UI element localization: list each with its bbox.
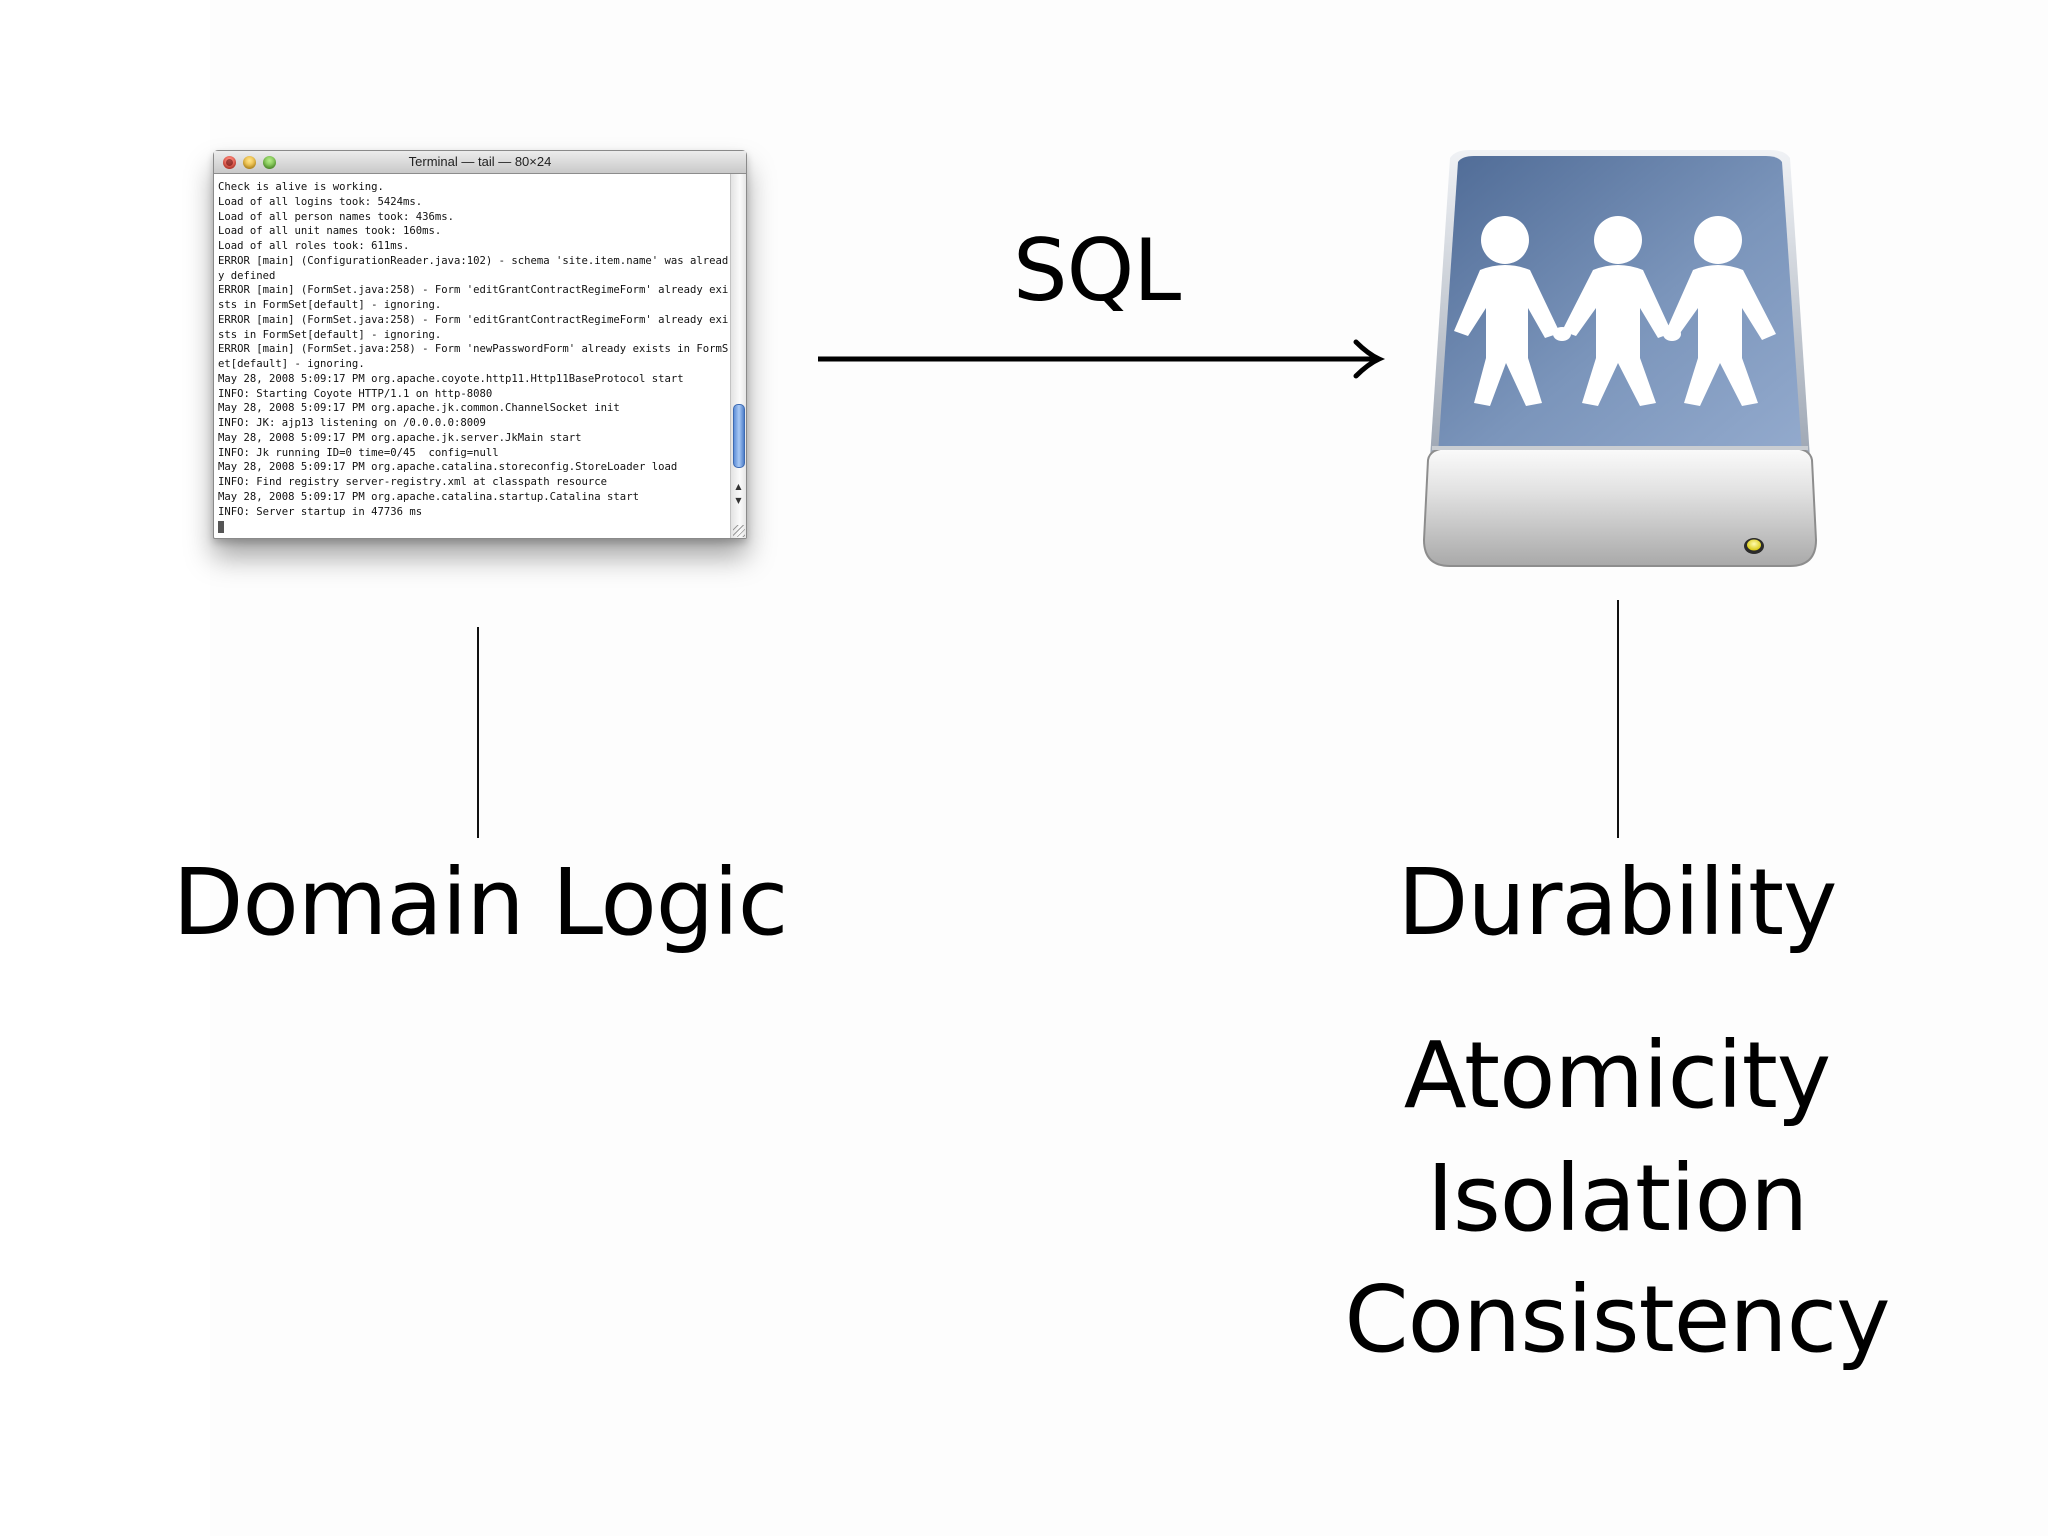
close-button[interactable] xyxy=(223,156,236,169)
terminal-line: INFO: Starting Coyote HTTP/1.1 on http-8… xyxy=(218,387,493,400)
terminal-window-icon: Terminal — tail — 80×24 Check is alive i… xyxy=(213,150,747,539)
terminal-line: Load of all person names took: 436ms. xyxy=(218,210,454,223)
terminal-line: ERROR [main] (FormSet.java:258) - Form '… xyxy=(218,343,729,356)
resize-handle[interactable] xyxy=(733,525,745,537)
terminal-output: Check is alive is working. Load of all lo… xyxy=(218,180,729,538)
scrollbar-thumb[interactable] xyxy=(733,404,745,468)
terminal-line: et[default] - ignoring. xyxy=(218,358,365,370)
domain-logic-label: Domain Logic xyxy=(172,849,789,956)
terminal-line: May 28, 2008 5:09:17 PM org.apache.jk.co… xyxy=(218,402,620,415)
terminal-line: INFO: JK: ajp13 listening on /0.0.0.0:80… xyxy=(218,417,486,429)
terminal-cursor xyxy=(218,521,224,534)
atomicity-label: Atomicity xyxy=(1403,1022,1832,1129)
scroll-up-arrow-icon[interactable]: ▲ xyxy=(735,482,742,491)
terminal-line: May 28, 2008 5:09:17 PM org.apache.coyot… xyxy=(218,372,684,385)
terminal-line: ERROR [main] (ConfigurationReader.java:1… xyxy=(218,254,729,267)
isolation-label: Isolation xyxy=(1426,1145,1809,1252)
terminal-line: sts in FormSet[default] - ignoring. xyxy=(218,299,442,311)
people-icon xyxy=(1454,216,1776,406)
terminal-line: sts in FormSet[default] - ignoring. xyxy=(218,328,442,341)
terminal-line: Load of all unit names took: 160ms. xyxy=(218,225,442,238)
terminal-line: y defined xyxy=(218,269,276,282)
sql-label: SQL xyxy=(1013,221,1181,321)
terminal-line: Load of all roles took: 611ms. xyxy=(218,240,410,252)
terminal-line: ERROR [main] (FormSet.java:258) - Form '… xyxy=(218,284,729,297)
scroll-down-arrow-icon[interactable]: ▼ xyxy=(735,496,742,505)
minimize-button[interactable] xyxy=(243,156,256,169)
sql-arrow xyxy=(818,339,1386,379)
terminal-line: INFO: Find registry server-registry.xml … xyxy=(218,476,608,488)
zoom-button[interactable] xyxy=(263,156,276,169)
shared-server-drive-icon xyxy=(1422,150,1818,567)
terminal-line: INFO: Server startup in 47736 ms xyxy=(218,505,423,518)
terminal-line: Load of all logins took: 5424ms. xyxy=(218,195,423,208)
terminal-titlebar: Terminal — tail — 80×24 xyxy=(214,151,746,174)
domain-logic-connector xyxy=(477,627,479,838)
terminal-line: ERROR [main] (FormSet.java:258) - Form '… xyxy=(218,313,729,326)
terminal-line: May 28, 2008 5:09:17 PM org.apache.jk.se… xyxy=(218,431,582,444)
durability-connector xyxy=(1617,600,1619,838)
terminal-line: INFO: Jk running ID=0 time=0/45 config=n… xyxy=(218,446,499,459)
durability-label: Durability xyxy=(1397,849,1838,956)
terminal-title: Terminal — tail — 80×24 xyxy=(408,154,552,169)
consistency-label: Consistency xyxy=(1344,1266,1890,1373)
terminal-line: May 28, 2008 5:09:17 PM org.apache.catal… xyxy=(218,461,678,474)
terminal-line: Check is alive is working. xyxy=(218,181,384,193)
terminal-line: May 28, 2008 5:09:17 PM org.apache.catal… xyxy=(218,490,639,503)
terminal-scrollbar[interactable]: ▲ ▼ xyxy=(730,174,746,538)
